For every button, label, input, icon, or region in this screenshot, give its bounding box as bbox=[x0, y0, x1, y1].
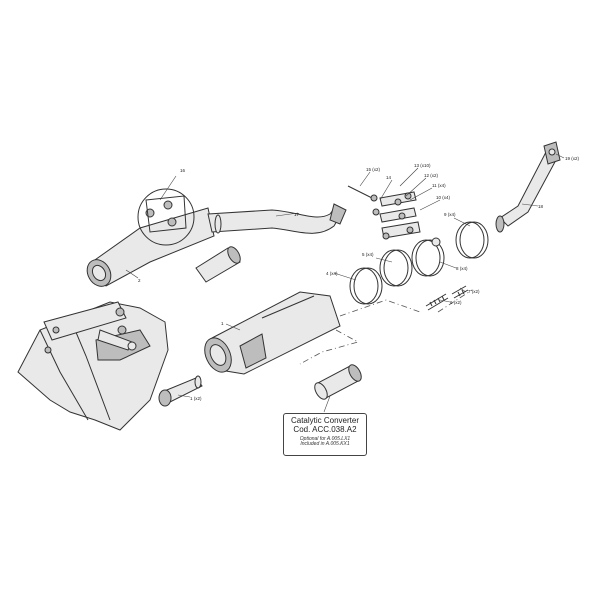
callout-11: 11 (x4) bbox=[432, 183, 446, 188]
upper-muffler-assembly bbox=[86, 188, 347, 287]
callout-8: 8 (x4) bbox=[456, 266, 468, 271]
callout-1-header: 1 (x2) bbox=[190, 396, 202, 401]
rear-link-pipe bbox=[495, 141, 561, 233]
callout-5: 5 (x4) bbox=[362, 252, 374, 257]
callout-1-silencer: 1 bbox=[221, 321, 224, 326]
catalytic-included: Included in A.005.KX1 bbox=[300, 441, 350, 448]
upper-catalytic-sleeve bbox=[195, 246, 241, 283]
callout-19: 19 (x2) bbox=[565, 156, 580, 161]
catalytic-title: Catalytic Converter bbox=[290, 416, 360, 425]
callout-7: 7 (x2) bbox=[468, 289, 480, 294]
callout-14: 14 bbox=[386, 175, 392, 180]
header-pipe bbox=[158, 375, 203, 407]
leader-lines bbox=[125, 153, 565, 398]
callout-18: 18 bbox=[538, 204, 544, 209]
callout-17: 17 bbox=[294, 212, 300, 217]
assembly-lines bbox=[299, 289, 473, 365]
callout-6: 6 (x2) bbox=[450, 300, 462, 305]
springs bbox=[425, 285, 469, 311]
callout-4: 4 (x4) bbox=[326, 271, 338, 276]
bracket-hardware bbox=[347, 185, 441, 247]
catalytic-converter-sleeve bbox=[314, 364, 362, 400]
catalytic-optional: Optional for A.005.LX1 bbox=[299, 435, 351, 442]
clamp-set bbox=[349, 221, 489, 305]
main-silencer bbox=[204, 291, 341, 375]
catalytic-code: Cod. ACC.038.A2 bbox=[293, 424, 357, 434]
engine-frame bbox=[17, 301, 169, 431]
callout-15: 15 (x2) bbox=[366, 167, 381, 172]
callout-16: 16 bbox=[180, 168, 186, 173]
callout-10: 10 (x4) bbox=[436, 195, 451, 200]
callout-2: 2 bbox=[138, 278, 141, 283]
callout-13: 13 (x10) bbox=[414, 163, 431, 168]
callout-labels: 16 17 2 1 1 (x2) 4 (x4) 5 (x4) 6 (x2) 7 … bbox=[138, 156, 580, 401]
catalytic-converter-label: Catalytic Converter Cod. ACC.038.A2 Opti… bbox=[283, 413, 367, 456]
callout-9: 9 (x4) bbox=[444, 212, 456, 217]
callout-12: 12 (x2) bbox=[424, 173, 439, 178]
